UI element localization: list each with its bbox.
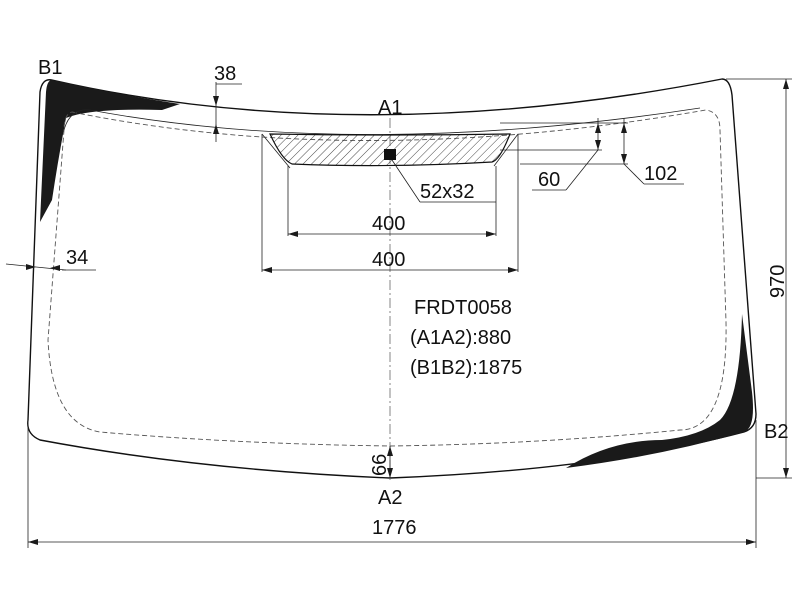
dim-inner-width: 400	[372, 213, 405, 235]
dim-top-offset: 38	[214, 63, 236, 85]
dim-bottom-offset: 66	[369, 454, 391, 476]
dim-sensor-gap: 60	[538, 169, 560, 191]
sensor-mark	[384, 149, 396, 160]
dim-sensor-size: 52x32	[420, 181, 475, 203]
black-band-right	[566, 314, 753, 468]
dim-sensor-height: 102	[644, 163, 677, 185]
label-b1: B1	[38, 57, 62, 79]
inner-boundary	[47, 109, 727, 447]
label-a1: A1	[378, 97, 402, 119]
black-band-left	[40, 80, 180, 222]
a1a2-measure: (A1A2):880	[410, 327, 511, 349]
dim-total-height: 970	[767, 265, 789, 298]
label-b2: B2	[764, 421, 788, 443]
label-a2: A2	[378, 487, 402, 509]
part-code: FRDT0058	[414, 297, 512, 319]
dim-outer-width: 400	[372, 249, 405, 271]
dim-side-offset: 34	[66, 247, 88, 269]
b1b2-measure: (B1B2):1875	[410, 357, 522, 379]
dim-total-width: 1776	[372, 517, 417, 539]
